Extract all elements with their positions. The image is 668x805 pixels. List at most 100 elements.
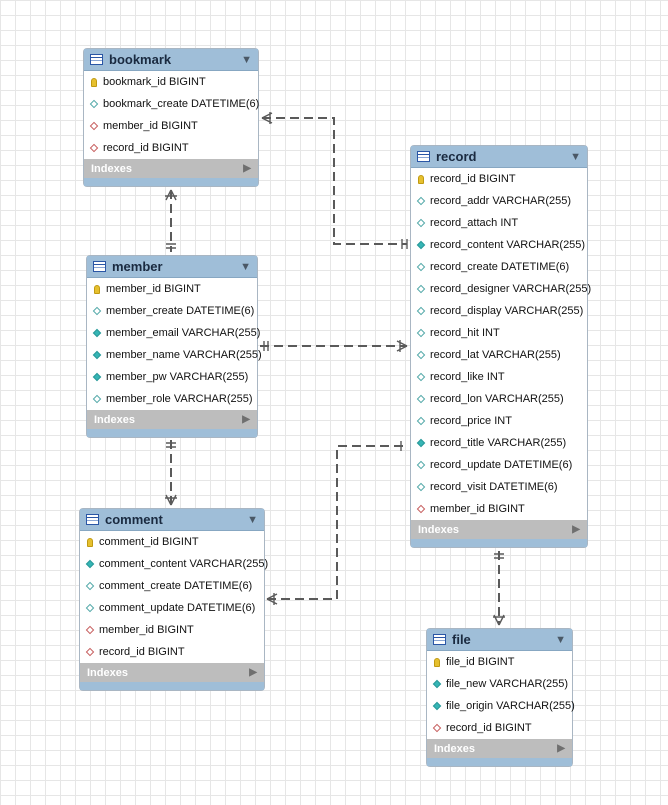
- column-row[interactable]: record_lat VARCHAR(255): [411, 344, 587, 366]
- foreign-key-icon: [89, 143, 99, 153]
- dropdown-arrow-icon[interactable]: ▼: [241, 53, 252, 66]
- column-row[interactable]: member_create DATETIME(6): [87, 300, 257, 322]
- column-icon: [85, 581, 95, 591]
- one-marker: [494, 553, 504, 559]
- column-row[interactable]: bookmark_id BIGINT: [84, 71, 258, 93]
- indexes-label: Indexes: [94, 413, 135, 426]
- column-name: member_id BIGINT: [103, 120, 198, 132]
- column-row[interactable]: record_id BIGINT: [427, 717, 572, 739]
- column-icon: [416, 350, 426, 360]
- column-icon: [92, 328, 102, 338]
- column-row[interactable]: record_id BIGINT: [80, 641, 264, 663]
- many-marker: [266, 593, 278, 605]
- indexes-section[interactable]: Indexes ▶: [87, 410, 257, 429]
- dropdown-arrow-icon[interactable]: ▼: [555, 633, 566, 646]
- column-row[interactable]: record_display VARCHAR(255): [411, 300, 587, 322]
- column-row[interactable]: record_hit INT: [411, 322, 587, 344]
- expand-arrow-icon[interactable]: ▶: [572, 524, 580, 535]
- indexes-label: Indexes: [418, 523, 459, 536]
- relationship-record-comment: [267, 445, 407, 600]
- column-row[interactable]: bookmark_create DATETIME(6): [84, 93, 260, 115]
- column-row[interactable]: member_id BIGINT: [411, 498, 587, 520]
- table-record[interactable]: record▼ record_id BIGINT record_addr VARCH…: [410, 145, 591, 548]
- column-name: record_create DATETIME(6): [430, 261, 570, 273]
- foreign-key-icon: [432, 723, 442, 733]
- column-row[interactable]: record_price INT: [411, 410, 587, 432]
- column-row[interactable]: record_visit DATETIME(6): [411, 476, 587, 498]
- table-bookmark[interactable]: bookmark ▼ bookmark_id BIGINT bookmark_crea…: [83, 48, 259, 187]
- table-header[interactable]: comment▼: [80, 509, 264, 531]
- column-row[interactable]: file_new VARCHAR(255): [427, 673, 572, 695]
- indexes-label: Indexes: [91, 162, 132, 175]
- dropdown-arrow-icon[interactable]: ▼: [240, 260, 251, 273]
- dropdown-arrow-icon[interactable]: ▼: [247, 513, 258, 526]
- column-row[interactable]: comment_create DATETIME(6): [80, 575, 264, 597]
- table-footer: [411, 539, 587, 547]
- column-name: bookmark_id BIGINT: [103, 76, 206, 88]
- column-row[interactable]: member_id BIGINT: [84, 115, 258, 137]
- indexes-section[interactable]: Indexes▶: [427, 739, 572, 758]
- column-row[interactable]: record_content VARCHAR(255): [411, 234, 587, 256]
- column-row[interactable]: record_lon VARCHAR(255): [411, 388, 587, 410]
- column-icon: [416, 218, 426, 228]
- column-row[interactable]: member_id BIGINT: [87, 278, 257, 300]
- column-row[interactable]: member_role VARCHAR(255): [87, 388, 257, 410]
- column-row[interactable]: comment_id BIGINT: [80, 531, 264, 553]
- expand-arrow-icon[interactable]: ▶: [243, 163, 251, 174]
- column-row[interactable]: record_title VARCHAR(255): [411, 432, 587, 454]
- column-row[interactable]: member_email VARCHAR(255): [87, 322, 261, 344]
- indexes-section[interactable]: Indexes ▶: [84, 159, 258, 178]
- column-icon: [416, 482, 426, 492]
- column-name: record_lon VARCHAR(255): [430, 393, 564, 405]
- column-name: member_email VARCHAR(255): [106, 327, 261, 339]
- foreign-key-icon: [85, 647, 95, 657]
- expand-arrow-icon[interactable]: ▶: [242, 414, 250, 425]
- table-name: member: [112, 259, 163, 274]
- column-name: record_price INT: [430, 415, 512, 427]
- table-header[interactable]: member ▼: [87, 256, 257, 278]
- column-row[interactable]: record_update DATETIME(6): [411, 454, 587, 476]
- table-footer: [80, 682, 264, 690]
- column-name: record_lat VARCHAR(255): [430, 349, 561, 361]
- column-name: record_id BIGINT: [99, 646, 185, 658]
- column-row[interactable]: record_id BIGINT: [411, 168, 587, 190]
- column-row[interactable]: record_designer VARCHAR(255): [411, 278, 591, 300]
- column-row[interactable]: comment_content VARCHAR(255): [80, 553, 268, 575]
- indexes-section[interactable]: Indexes▶: [80, 663, 264, 682]
- column-name: record_id BIGINT: [430, 173, 516, 185]
- column-row[interactable]: file_id BIGINT: [427, 651, 572, 673]
- column-row[interactable]: record_id BIGINT: [84, 137, 258, 159]
- column-name: bookmark_create DATETIME(6): [103, 98, 260, 110]
- expand-arrow-icon[interactable]: ▶: [557, 743, 565, 754]
- column-row[interactable]: record_addr VARCHAR(255): [411, 190, 587, 212]
- table-header[interactable]: file▼: [427, 629, 572, 651]
- column-row[interactable]: file_origin VARCHAR(255): [427, 695, 575, 717]
- column-row[interactable]: member_name VARCHAR(255): [87, 344, 262, 366]
- one-marker: [263, 341, 269, 351]
- column-name: record_display VARCHAR(255): [430, 305, 584, 317]
- column-name: record_title VARCHAR(255): [430, 437, 567, 449]
- column-row[interactable]: member_id BIGINT: [80, 619, 264, 641]
- dropdown-arrow-icon[interactable]: ▼: [570, 150, 581, 163]
- column-row[interactable]: record_create DATETIME(6): [411, 256, 587, 278]
- column-row[interactable]: member_pw VARCHAR(255): [87, 366, 257, 388]
- column-row[interactable]: record_attach INT: [411, 212, 587, 234]
- column-icon: [92, 372, 102, 382]
- column-name: comment_update DATETIME(6): [99, 602, 256, 614]
- column-row[interactable]: record_like INT: [411, 366, 587, 388]
- expand-arrow-icon[interactable]: ▶: [249, 667, 257, 678]
- table-header[interactable]: bookmark ▼: [84, 49, 258, 71]
- table-name: bookmark: [109, 52, 172, 67]
- foreign-key-icon: [89, 121, 99, 131]
- column-row[interactable]: comment_update DATETIME(6): [80, 597, 264, 619]
- table-header[interactable]: record▼: [411, 146, 587, 168]
- column-icon: [432, 679, 442, 689]
- column-name: record_designer VARCHAR(255): [430, 283, 592, 295]
- indexes-section[interactable]: Indexes ▶: [411, 520, 587, 539]
- table-file[interactable]: file▼ file_id BIGINT file_new VARCHAR(255)…: [426, 628, 575, 767]
- column-name: file_id BIGINT: [446, 656, 515, 668]
- column-name: record_attach INT: [430, 217, 519, 229]
